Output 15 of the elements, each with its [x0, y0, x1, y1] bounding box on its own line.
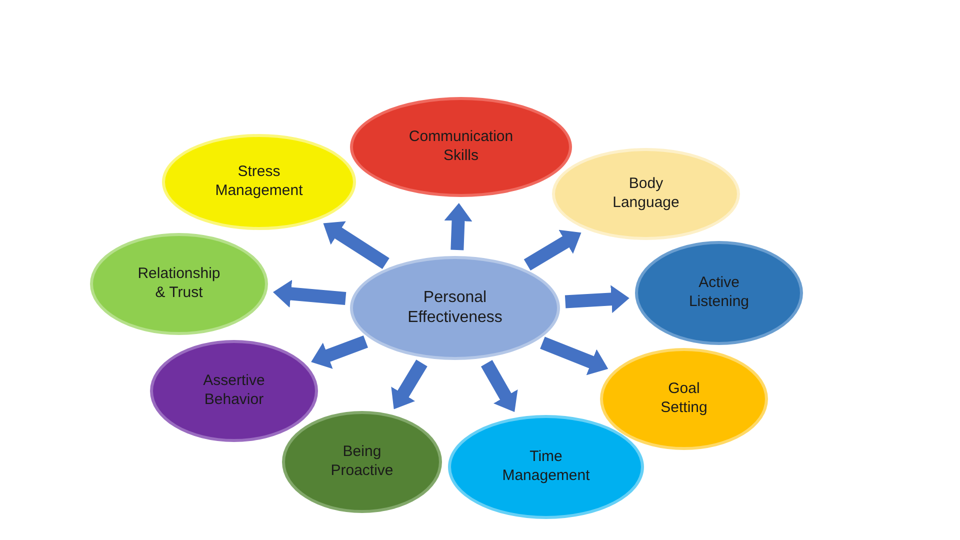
node-label: Active Listening: [688, 274, 750, 312]
block-arrow: [444, 202, 472, 250]
node-label: Goal Setting: [660, 380, 708, 418]
block-arrow: [540, 336, 611, 376]
node-label: Communication Skills: [408, 128, 514, 166]
node-label: Relationship & Trust: [138, 265, 220, 303]
node-label: Being Proactive: [330, 443, 394, 481]
block-arrow: [564, 285, 630, 314]
node-label: Personal Effectiveness: [408, 288, 502, 328]
node-label: Time Management: [502, 448, 590, 486]
node-label: Stress Management: [215, 163, 303, 201]
block-arrow: [308, 335, 368, 369]
node-label: Assertive Behavior: [203, 372, 265, 410]
block-arrow: [272, 280, 346, 308]
node-label: Body Language: [612, 175, 680, 213]
